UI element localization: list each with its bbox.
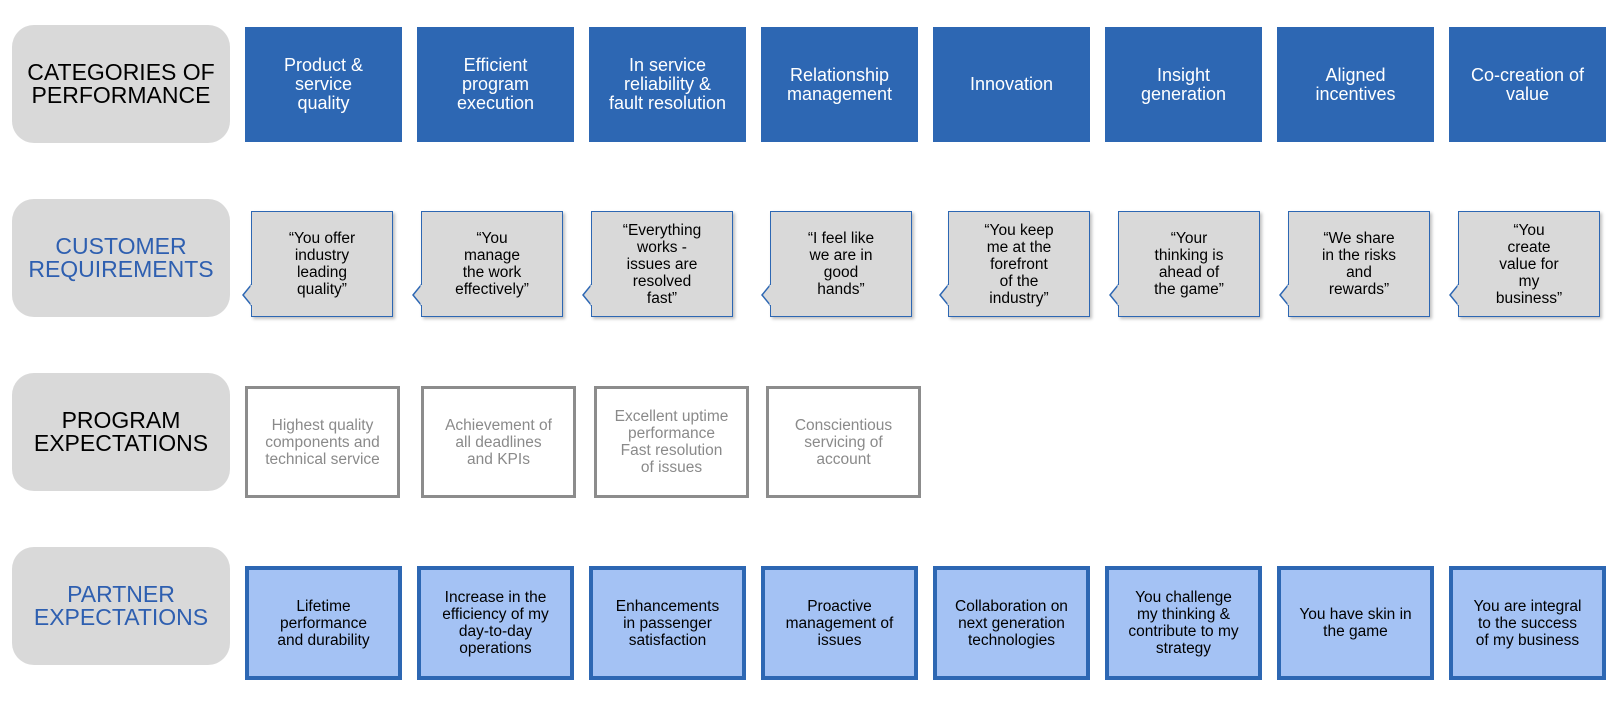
callout-pointer-icon: [1109, 284, 1119, 306]
partner-expectation-box: Increase in the efficiency of my day-to-…: [417, 566, 574, 680]
partner-expectation-box: You have skin in the game: [1277, 566, 1434, 680]
partner-expectation-box: You challenge my thinking & contribute t…: [1105, 566, 1262, 680]
partner-expectation-box: Lifetime performance and durability: [245, 566, 402, 680]
customer-requirement-callout: “Your thinking is ahead of the game”: [1109, 211, 1260, 317]
partner-expectation-box: You are integral to the success of my bu…: [1449, 566, 1606, 680]
category-efficient-program-execution: Efficient program execution: [417, 27, 574, 142]
program-expectation-box: Conscientious servicing of account: [766, 386, 921, 498]
category-product-service-quality: Product & service quality: [245, 27, 402, 142]
row-label-program-expectations: PROGRAM EXPECTATIONS: [12, 373, 230, 491]
partner-expectation-box: Collaboration on next generation technol…: [933, 566, 1090, 680]
category-in-service-reliability: In service reliability & fault resolutio…: [589, 27, 746, 142]
callout-pointer-icon: [582, 284, 592, 306]
callout-pointer-icon: [761, 284, 771, 306]
program-expectation-box: Highest quality components and technical…: [245, 386, 400, 498]
row-label-categories-of-performance: CATEGORIES OF PERFORMANCE: [12, 25, 230, 143]
customer-requirement-text: “I feel like we are in good hands”: [807, 230, 875, 298]
customer-requirement-callout: “We share in the risks and rewards”: [1279, 211, 1430, 317]
customer-requirement-callout: “You offer industry leading quality”: [242, 211, 393, 317]
callout-pointer-icon: [1449, 284, 1459, 306]
category-co-creation-of-value: Co-creation of value: [1449, 27, 1606, 142]
callout-pointer-icon: [939, 284, 949, 306]
partner-expectation-box: Enhancements in passenger satisfaction: [589, 566, 746, 680]
customer-requirement-text: “Your thinking is ahead of the game”: [1154, 230, 1224, 298]
program-expectation-box: Achievement of all deadlines and KPIs: [421, 386, 576, 498]
customer-requirement-text: “Everything works - issues are resolved …: [622, 221, 702, 307]
row-label-partner-expectations: PARTNER EXPECTATIONS: [12, 547, 230, 665]
callout-pointer-icon: [412, 284, 422, 306]
customer-requirement-text: “You manage the work effectively”: [455, 230, 529, 298]
customer-requirement-callout: “You create value for my business”: [1449, 211, 1600, 317]
category-insight-generation: Insight generation: [1105, 27, 1262, 142]
row-label-customer-requirements: CUSTOMER REQUIREMENTS: [12, 199, 230, 317]
callout-pointer-icon: [1279, 284, 1289, 306]
customer-requirement-callout: “You manage the work effectively”: [412, 211, 563, 317]
customer-requirement-text: “You create value for my business”: [1495, 221, 1563, 307]
customer-requirement-text: “We share in the risks and rewards”: [1321, 230, 1397, 298]
category-innovation: Innovation: [933, 27, 1090, 142]
category-relationship-management: Relationship management: [761, 27, 918, 142]
customer-requirement-text: “You offer industry leading quality”: [288, 230, 356, 298]
program-expectation-box: Excellent uptime performance Fast resolu…: [594, 386, 749, 498]
callout-pointer-icon: [242, 284, 252, 306]
category-aligned-incentives: Aligned incentives: [1277, 27, 1434, 142]
partner-expectation-box: Proactive management of issues: [761, 566, 918, 680]
customer-requirement-callout: “I feel like we are in good hands”: [761, 211, 912, 317]
customer-requirement-callout: “Everything works - issues are resolved …: [582, 211, 733, 317]
customer-requirement-callout: “You keep me at the forefront of the ind…: [939, 211, 1090, 317]
customer-requirement-text: “You keep me at the forefront of the ind…: [984, 221, 1054, 307]
